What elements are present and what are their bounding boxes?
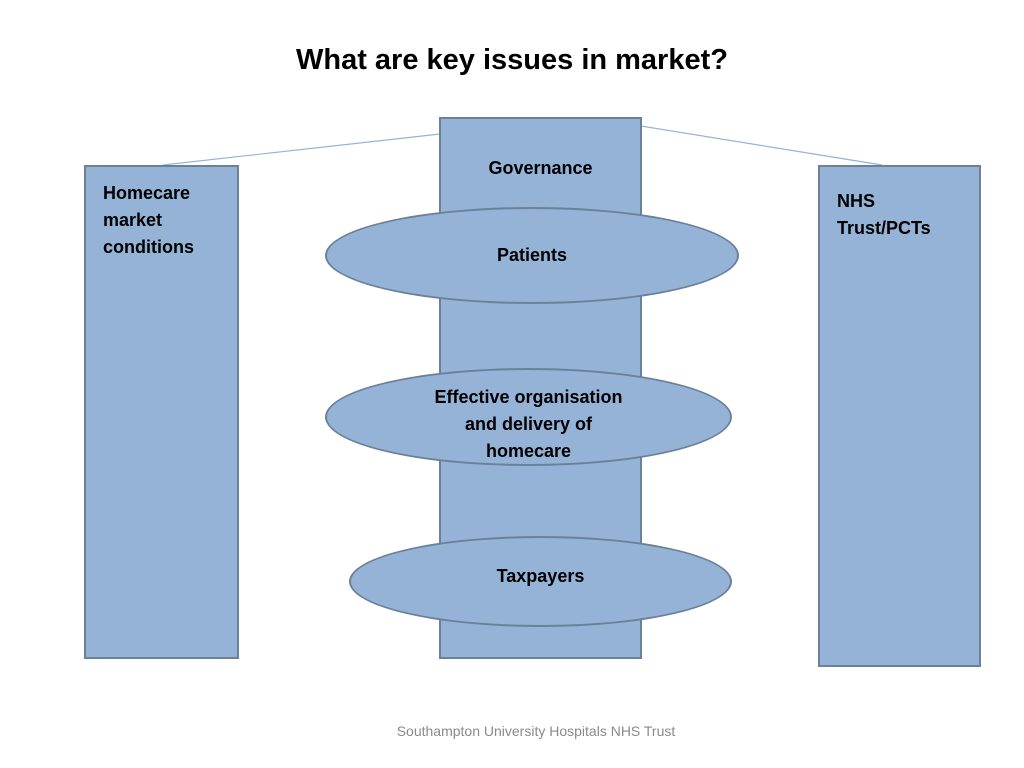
left-box-line: Homecare — [103, 183, 191, 203]
right-box-nhs-trust — [818, 165, 981, 667]
ellipse-line: Taxpayers — [496, 566, 585, 586]
connector-left — [162, 133, 441, 166]
footer-text: Southampton University Hospitals NHS Tru… — [396, 723, 676, 739]
ellipse-line: and delivery of — [464, 413, 593, 434]
left-box-line: conditions — [103, 237, 194, 257]
ellipse-label: Patients — [497, 242, 567, 269]
ellipse-line: Patients — [496, 245, 568, 265]
left-box-label: Homecare market conditions — [103, 180, 194, 261]
center-box-label: Governance — [488, 158, 593, 178]
right-box-label: NHS Trust/PCTs — [837, 188, 931, 242]
ellipse-label: Taxpayers — [497, 563, 585, 590]
right-box-line: NHS — [837, 191, 876, 211]
left-box-homecare-market — [84, 165, 239, 659]
ellipse-line: homecare — [485, 440, 572, 461]
ellipse-line: Effective organisation — [434, 386, 623, 407]
slide-title: What are key issues in market? — [296, 44, 728, 76]
ellipse-label: Effective organisation and delivery of h… — [434, 384, 622, 465]
right-box-line: Trust/PCTs — [837, 218, 931, 238]
left-box-line: market — [103, 210, 163, 230]
connector-right — [640, 125, 883, 166]
ellipse-patients: Patients — [325, 207, 739, 304]
ellipse-taxpayers: Taxpayers — [349, 536, 732, 627]
ellipse-effective-organisation: Effective organisation and delivery of h… — [325, 368, 732, 466]
